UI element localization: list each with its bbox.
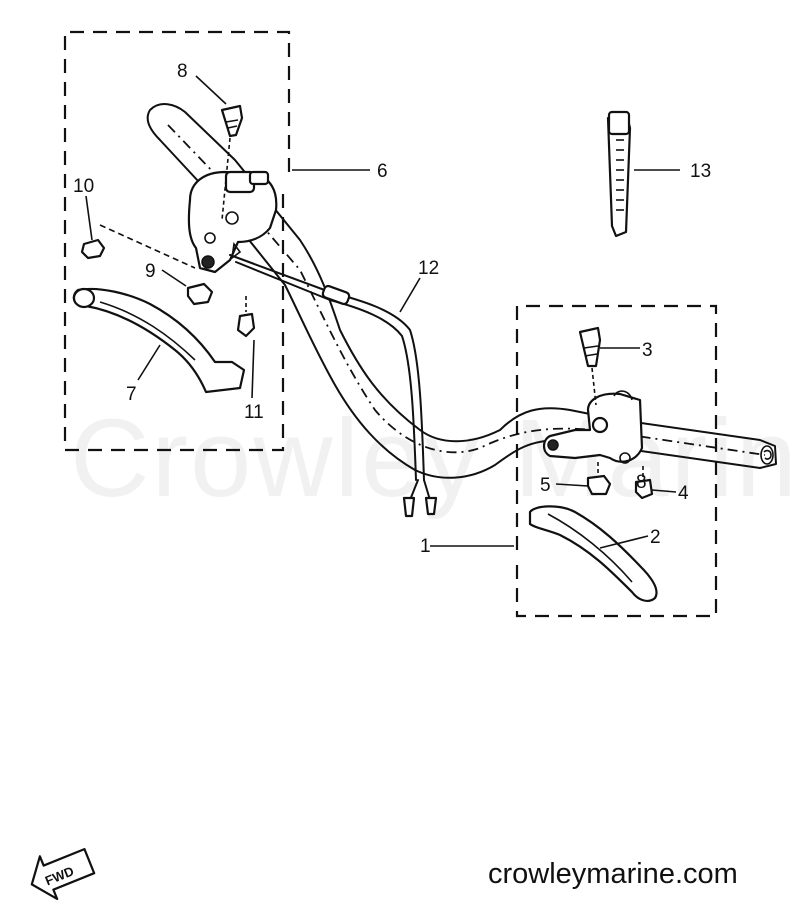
bolt-8-top	[220, 104, 244, 221]
left-assembly-box	[63, 30, 291, 452]
leader-lines	[85, 75, 680, 549]
right-lever-holder	[542, 390, 644, 464]
callout-8-top: 8	[177, 61, 188, 82]
callout-10: 10	[73, 176, 94, 197]
site-url: crowleymarine.com	[488, 858, 738, 890]
callout-9: 9	[145, 261, 156, 282]
screw-4	[634, 466, 654, 500]
nut-10	[80, 224, 196, 269]
callout-2: 2	[650, 527, 661, 548]
callout-7: 7	[126, 384, 137, 405]
nut-5	[586, 462, 612, 496]
callout-11: 11	[244, 402, 264, 423]
callout-6: 6	[377, 161, 388, 182]
callout-8-right: 8	[636, 472, 647, 493]
callout-12: 12	[418, 258, 439, 279]
callout-1: 1	[420, 536, 431, 557]
fwd-arrow-icon: FWD	[30, 847, 96, 901]
callout-5: 5	[540, 475, 551, 496]
cable-tie-13	[606, 110, 632, 238]
bolt-3	[578, 326, 602, 406]
left-lever-holder	[187, 170, 278, 274]
lever-7	[72, 287, 246, 394]
callout-3: 3	[642, 340, 653, 361]
handlebar	[146, 103, 777, 479]
wire-12	[229, 254, 438, 518]
callout-4: 4	[678, 483, 689, 504]
screw-11	[236, 296, 256, 338]
nut-9	[186, 282, 214, 306]
lever-2	[528, 505, 658, 602]
callout-13: 13	[690, 161, 711, 182]
